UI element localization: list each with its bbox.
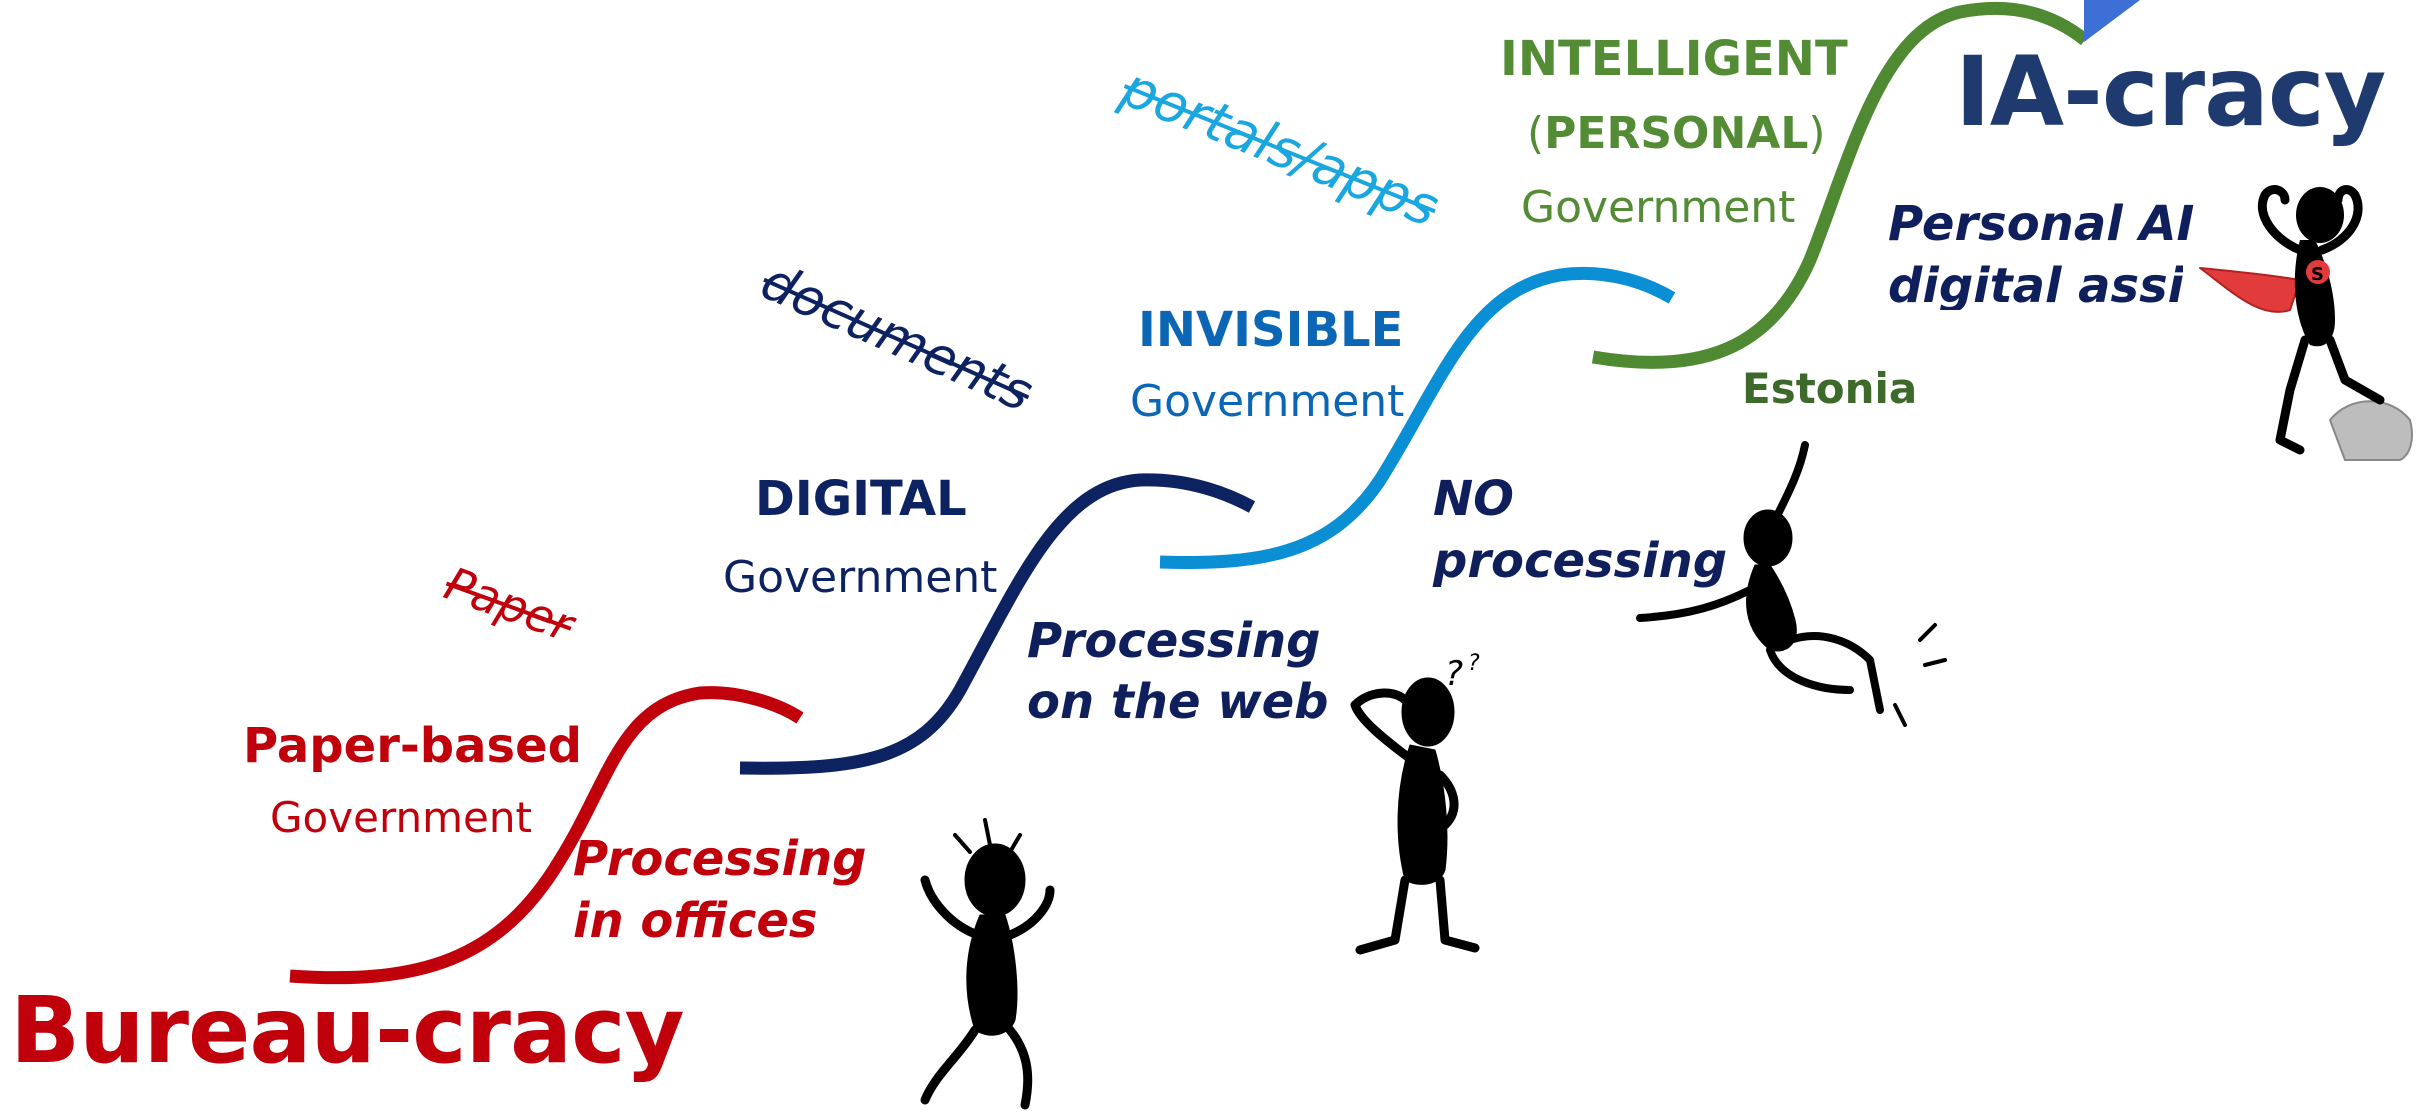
superhero-badge: S xyxy=(2311,264,2324,285)
paper-based-title: Paper-based xyxy=(243,718,583,774)
frustrated-person-icon xyxy=(920,818,1055,1110)
paper-processing-line1: Processing xyxy=(573,831,867,887)
digital-processing-line1: Processing xyxy=(1027,613,1321,669)
invisible-stair-curve xyxy=(1159,266,1676,569)
digital-subtitle: Government xyxy=(723,552,998,603)
svg-text:?: ? xyxy=(1445,654,1463,694)
digital-stair-curve xyxy=(739,473,1256,775)
intelligent-subtitle: Government xyxy=(1521,182,1796,233)
invisible-title: INVISIBLE xyxy=(1138,302,1404,358)
superhero-icon: S xyxy=(2199,185,2413,461)
paren-close: ) xyxy=(1808,108,1826,159)
arrow-corner-icon xyxy=(2084,0,2140,42)
digital-processing-line2: on the web xyxy=(1027,674,1329,730)
personal-word: PERSONAL xyxy=(1544,108,1809,159)
assistant-line2: digital assis xyxy=(1888,262,2183,310)
falling-person-icon xyxy=(1636,441,1947,727)
paper-stair-curve xyxy=(289,686,804,985)
intelligent-title: INTELLIGENT xyxy=(1500,31,1848,87)
assistant-line1: Personal AI xyxy=(1888,196,2195,252)
estonia-label: Estonia xyxy=(1742,364,1918,413)
svg-text:?: ? xyxy=(1468,651,1480,676)
bureaucracy-title: Bureau-cracy xyxy=(10,977,685,1084)
confused-person-icon: ? ? xyxy=(1350,651,1480,955)
paper-based-subtitle: Government xyxy=(270,793,532,842)
iacracy-title: IA-cracy xyxy=(1955,36,2386,148)
invisible-processing-line1: NO xyxy=(1433,471,1514,527)
intelligent-personal: (PERSONAL) xyxy=(1527,112,1826,156)
invisible-subtitle: Government xyxy=(1130,376,1405,427)
paren-open: ( xyxy=(1527,108,1545,159)
paper-processing-line2: in offices xyxy=(573,893,818,949)
intelligent-stair-curve xyxy=(1591,2,2090,369)
invisible-processing-line2: processing xyxy=(1433,533,1728,589)
digital-title: DIGITAL xyxy=(755,471,967,527)
